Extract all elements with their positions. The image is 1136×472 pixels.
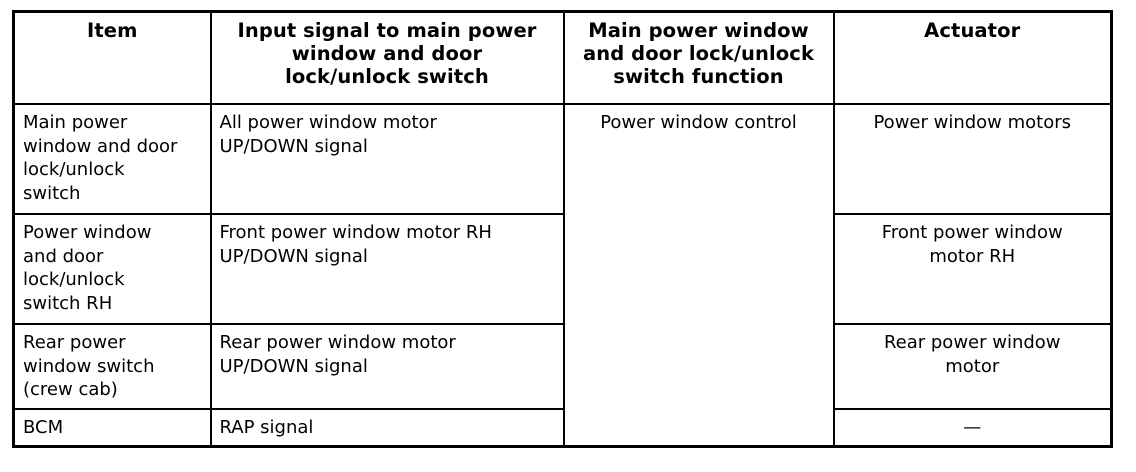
text-line: All power window motor [219,112,437,133]
text-line: switch [23,182,81,204]
table-body: Main power window and door lock/unlock s… [12,103,1113,448]
power-window-signal-table: Item Input signal to main power window a… [12,10,1113,448]
text-line: RAP signal [219,416,314,438]
text-line: Rear power [23,332,126,353]
cell-input-signal: RAP signal [209,407,565,448]
header-label-actuator: Actuator [835,13,1111,42]
header-line: Item [86,19,138,42]
header-row: Item Input signal to main power window a… [12,10,1113,105]
header-cell-actuator: Actuator [832,10,1113,105]
text-line: and door [23,245,104,267]
header-line: Main power window [588,19,809,42]
table-row: Rear power window switch (crew cab) Rear… [12,323,1113,410]
text-line: Rear power window motor [219,332,456,353]
cell-switch-function: Power window control [562,103,835,448]
text-line: window and door [23,135,178,157]
text-line: Power window control [600,112,797,133]
header-cell-switch-function: Main power window and door lock/unlock s… [562,10,835,105]
header-line: window and door [291,42,483,65]
header-line: Input signal to main power [237,19,537,42]
header-line: lock/unlock switch [285,65,489,88]
text-line: Power window [23,222,152,243]
switch-function-text: Power window control [565,105,833,141]
cell-item: BCM [12,407,212,448]
cell-item: Main power window and door lock/unlock s… [12,103,212,215]
cell-actuator: Power window motors [832,103,1113,215]
header-label-item: Item [15,13,210,42]
text-line: (crew cab) [23,379,118,400]
cell-item: Power window and door lock/unlock switch… [12,213,212,325]
text-line: Power window motors [873,112,1072,133]
cell-item: Rear power window switch (crew cab) [12,323,212,410]
table-header: Item Input signal to main power window a… [12,10,1113,105]
header-line: switch function [613,65,784,88]
text-line: Front power window motor RH [219,222,492,243]
input-signal-text: Front power window motor RH UP/DOWN sign… [212,215,563,274]
actuator-text: — [835,410,1111,446]
text-line: window switch [23,355,155,377]
header-cell-item: Item [12,10,212,105]
text-line: Rear power window [883,332,1061,353]
cell-actuator: Rear power window motor [832,323,1113,410]
text-line: BCM [23,416,64,438]
text-line: Front power window [881,222,1063,243]
table-row: Power window and door lock/unlock switch… [12,213,1113,325]
header-label-input-signal: Input signal to main power window and do… [212,13,563,88]
text-line: UP/DOWN signal [219,135,368,157]
cell-input-signal: All power window motor UP/DOWN signal [209,103,565,215]
input-signal-text: All power window motor UP/DOWN signal [212,105,563,164]
input-signal-text: Rear power window motor UP/DOWN signal [212,325,563,384]
spec-table-container: Item Input signal to main power window a… [12,10,1113,448]
cell-input-signal: Front power window motor RH UP/DOWN sign… [209,213,565,325]
header-line: and door lock/unlock [582,42,815,65]
text-line: — [963,416,982,438]
actuator-text: Front power window motor RH [835,215,1111,274]
header-line: Actuator [924,19,1021,42]
header-label-switch-function: Main power window and door lock/unlock s… [565,13,833,88]
text-line: UP/DOWN signal [219,245,368,267]
actuator-text: Power window motors [835,105,1111,141]
cell-actuator: — [832,407,1113,448]
text-line: lock/unlock [23,269,125,290]
item-text: Main power window and door lock/unlock s… [15,105,210,211]
text-line: motor RH [929,245,1016,267]
header-cell-input-signal: Input signal to main power window and do… [209,10,565,105]
table-row: Main power window and door lock/unlock s… [12,103,1113,448]
text-line: lock/unlock [23,159,125,180]
text-line: switch RH [23,292,113,314]
item-text: BCM [15,410,210,446]
input-signal-text: RAP signal [212,410,563,446]
table-row: BCM RAP signal — [12,407,1113,448]
cell-actuator: Front power window motor RH [832,213,1113,325]
item-text: Rear power window switch (crew cab) [15,325,210,408]
text-line: motor [945,355,1000,377]
text-line: UP/DOWN signal [219,355,368,377]
actuator-text: Rear power window motor [835,325,1111,384]
cell-input-signal: Rear power window motor UP/DOWN signal [209,323,565,410]
item-text: Power window and door lock/unlock switch… [15,215,210,321]
text-line: Main power [23,112,128,133]
